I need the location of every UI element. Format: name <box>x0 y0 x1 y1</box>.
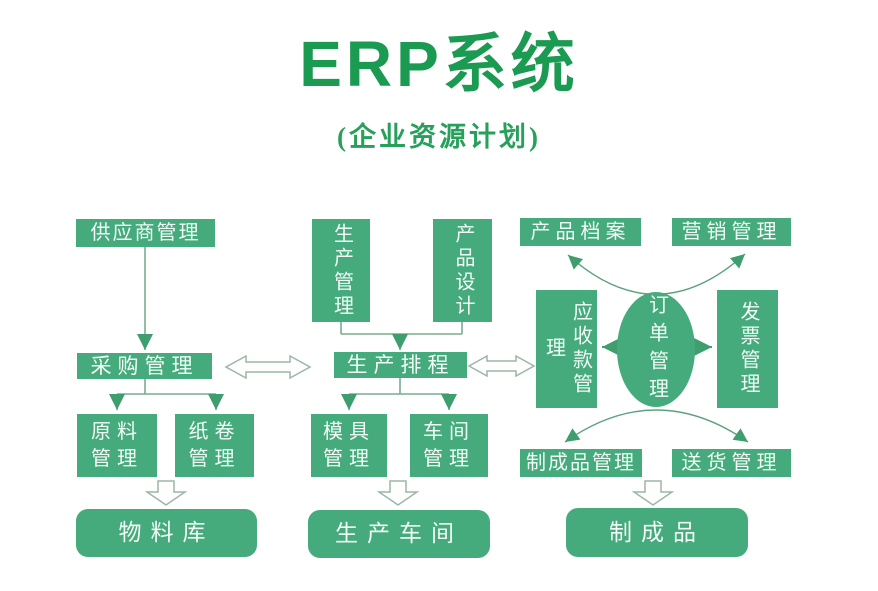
page-title: ERP系统 <box>299 28 579 100</box>
block-arrow-to-material-warehouse <box>144 480 188 506</box>
node-mold-management: 模具管理 <box>311 414 387 477</box>
node-marketing-management: 营销管理 <box>672 218 791 246</box>
node-accounts-receivable-management: 应收款管理 <box>536 290 597 408</box>
node-invoice-management: 发票管理 <box>717 290 778 408</box>
page-subtitle: (企业资源计划) <box>337 122 541 152</box>
arc-orders-to-finished-and-delivery <box>564 409 749 443</box>
arc-orders-to-archive-and-marketing <box>567 253 746 295</box>
node-workshop-management: 车间管理 <box>410 414 488 477</box>
node-production-workshop: 生产车间 <box>308 510 490 558</box>
node-finished-goods-management: 制成品管理 <box>520 449 642 477</box>
block-arrow-to-production-workshop <box>376 480 420 506</box>
node-purchase-management: 采购管理 <box>77 353 212 379</box>
node-order-management: 订单管理 <box>617 292 695 407</box>
node-paper-roll-management: 纸卷管理 <box>175 414 254 477</box>
node-supplier-management: 供应商管理 <box>76 219 215 247</box>
node-product-design: 产品设计 <box>433 219 492 322</box>
node-delivery-management: 送货管理 <box>672 449 791 477</box>
node-raw-material-management: 原料管理 <box>77 414 157 477</box>
node-production-management: 生产管理 <box>312 219 370 322</box>
node-material-warehouse: 物料库 <box>76 509 257 557</box>
connector-production-merge <box>340 322 463 335</box>
connector-purchase-branch <box>117 379 216 395</box>
block-arrow-to-finished-goods <box>631 480 675 506</box>
node-product-archive: 产品档案 <box>520 218 641 246</box>
connector-scheduling-branch <box>349 378 449 395</box>
double-arrow-scheduling-receivables <box>467 354 536 378</box>
double-arrow-purchase-scheduling <box>224 354 312 380</box>
node-finished-goods: 制成品 <box>566 508 748 557</box>
node-production-scheduling: 生产排程 <box>334 352 467 378</box>
